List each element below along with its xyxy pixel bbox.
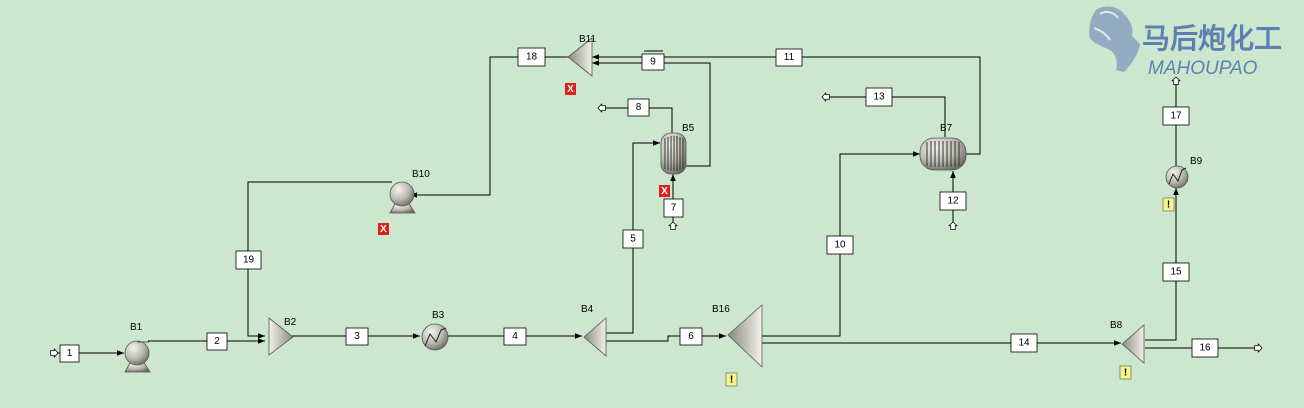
block-b3-heater[interactable]: B3 [421,310,449,351]
svg-text:16: 16 [1199,343,1211,354]
block-b1-pump[interactable]: B1 [124,322,151,373]
error-marker-b11[interactable]: X [565,83,576,95]
stream-label-17[interactable]: 17 [1162,106,1190,126]
block-label-b4: B4 [581,304,594,315]
stream-label-3[interactable]: 3 [345,327,369,346]
stream-label-2[interactable]: 2 [206,332,228,351]
svg-text:11: 11 [784,52,795,63]
block-label-b3: B3 [432,310,445,321]
stream-label-1[interactable]: 1 [59,344,80,363]
warning-marker-b16[interactable]: ! [725,372,738,387]
logo-text-cn: 马后炮化工 [1142,23,1282,54]
stream-label-4[interactable]: 4 [503,327,527,346]
stream-label-8[interactable]: 8 [627,98,650,117]
stream-13-line[interactable] [822,97,946,137]
svg-text:15: 15 [1170,267,1182,278]
stream-label-19[interactable]: 19 [235,250,262,270]
blocks: B1 B2 B3 B4 B16 [124,34,1203,373]
error-marker-b10[interactable]: X [378,223,389,235]
watermark-logo: 马后炮化工 MAHOUPAO [1089,6,1282,79]
svg-text:12: 12 [947,196,959,207]
block-label-b2: B2 [284,317,297,328]
block-label-b16: B16 [712,304,730,315]
block-b8-splitter[interactable]: B8 [1110,320,1145,364]
svg-text:8: 8 [636,102,642,113]
stream-15-line[interactable] [1145,188,1179,341]
stream-lines [58,54,1262,353]
svg-text:X: X [661,186,668,197]
block-label-b10: B10 [412,169,430,180]
block-label-b7: B7 [940,123,953,134]
block-b16-splitter[interactable]: B16 [712,304,763,368]
stream-11-line[interactable] [592,54,981,155]
stream-label-7[interactable]: 7 [663,198,684,218]
block-b7-vessel[interactable]: B7 [919,123,967,171]
svg-text:14: 14 [1018,338,1030,349]
svg-text:4: 4 [512,331,518,342]
block-b11-mixer[interactable]: B11 [567,34,663,77]
svg-text:X: X [380,224,387,235]
svg-text:!: ! [1124,368,1127,379]
stream-label-13[interactable]: 13 [865,87,893,107]
block-b5-vessel[interactable]: B5 [660,123,695,175]
svg-text:6: 6 [688,331,694,342]
block-b4-splitter[interactable]: B4 [581,304,607,357]
block-b2-mixer[interactable]: B2 [268,317,297,356]
svg-text:1: 1 [67,348,73,359]
stream-label-14[interactable]: 14 [1010,333,1038,353]
horse-head-icon [1089,6,1140,72]
stream-9-line[interactable] [592,60,711,167]
stream-19-line[interactable] [247,181,392,339]
stream-label-15[interactable]: 15 [1162,262,1190,282]
svg-text:!: ! [1167,200,1170,211]
stream-label-12[interactable]: 12 [939,191,967,211]
svg-text:19: 19 [243,255,255,266]
stream-label-9[interactable]: 9 [641,53,665,71]
stream-label-6[interactable]: 6 [679,327,703,346]
block-b10-pump[interactable]: B10 [389,169,430,214]
svg-text:10: 10 [834,240,846,251]
stream-label-18[interactable]: 18 [517,47,546,67]
warning-marker-b9[interactable]: ! [1162,197,1175,212]
stream-labels: 1 2 3 4 5 6 7 8 9 10 11 12 13 14 15 16 1… [59,47,1219,363]
stream-6-line[interactable] [606,333,726,342]
stream-18-line[interactable] [410,56,568,198]
svg-text:17: 17 [1170,111,1182,122]
stream-label-11[interactable]: 11 [775,48,803,67]
block-label-b1: B1 [130,322,143,333]
stream-label-10[interactable]: 10 [826,235,854,255]
svg-text:!: ! [730,375,733,386]
block-label-b5: B5 [682,123,695,134]
stream-label-16[interactable]: 16 [1191,338,1219,358]
svg-text:X: X [567,84,574,95]
logo-text-en: MAHOUPAO [1148,58,1258,79]
svg-text:9: 9 [650,57,656,68]
svg-text:3: 3 [354,331,360,342]
svg-text:13: 13 [873,92,885,103]
status-markers: X X X ! ! ! [378,83,1175,387]
stream-label-5[interactable]: 5 [622,229,644,249]
svg-text:7: 7 [671,203,677,214]
error-marker-b5[interactable]: X [659,185,670,197]
block-b9-heater[interactable]: B9 [1165,156,1203,189]
svg-text:5: 5 [630,234,636,245]
warning-marker-b8[interactable]: ! [1119,365,1132,380]
stream-8-line[interactable] [598,108,673,133]
svg-text:2: 2 [214,336,220,347]
block-label-b8: B8 [1110,320,1123,331]
block-label-b9: B9 [1190,156,1203,167]
svg-text:18: 18 [526,52,538,63]
block-label-b11: B11 [579,34,596,45]
